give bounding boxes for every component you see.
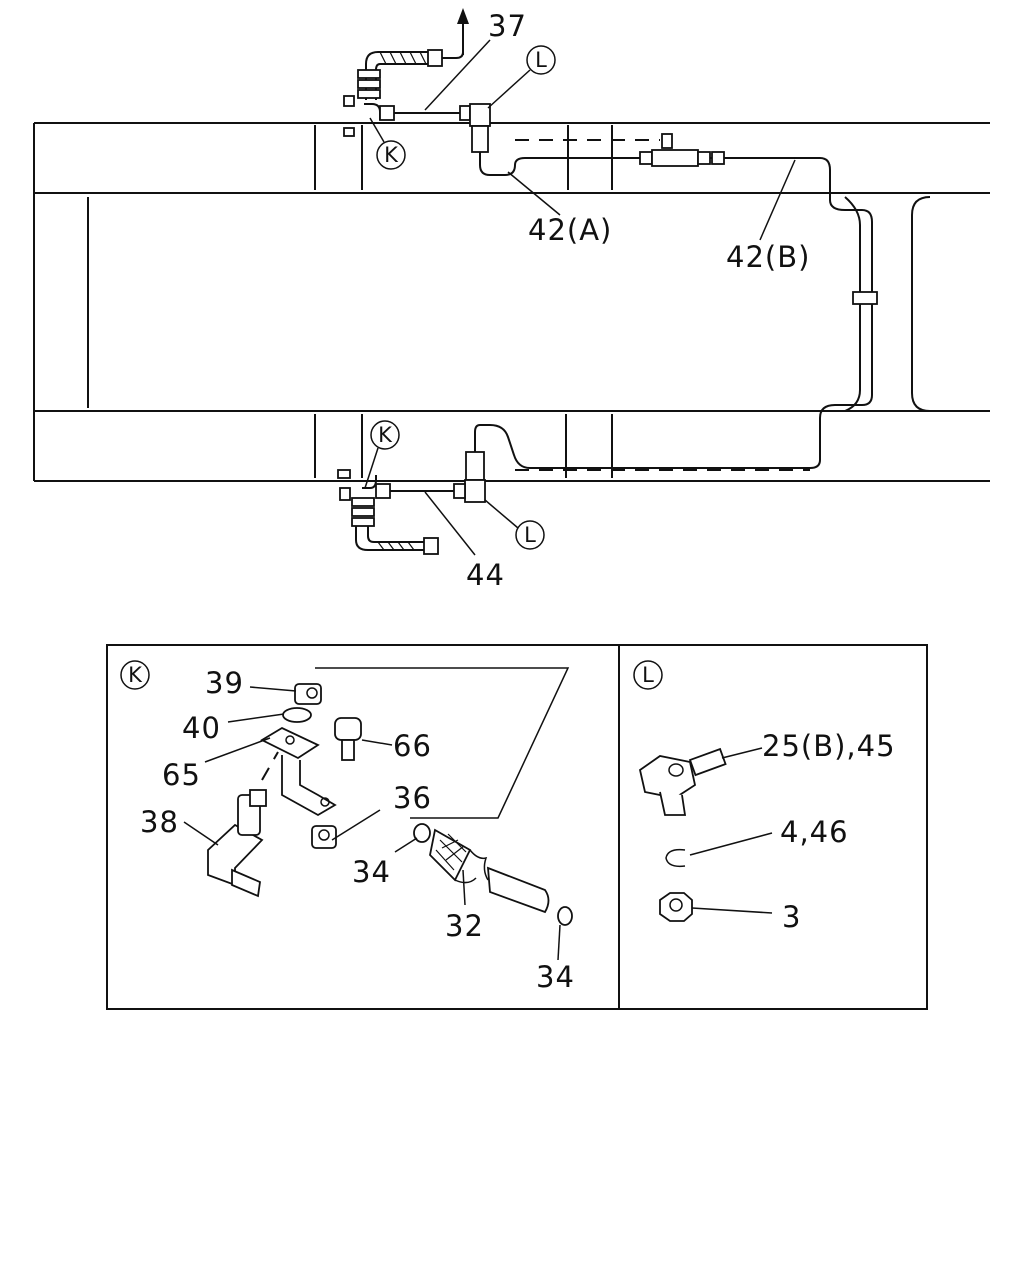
callout-44: 44: [466, 558, 505, 592]
callout-42a: 42(A): [528, 213, 612, 247]
arrow-up-icon: [457, 8, 469, 24]
label-65: 65: [162, 758, 201, 792]
label-25b-45: 25(B),45: [762, 729, 896, 763]
detail-box-l: L 25(B),45 4,46 3: [618, 644, 928, 1010]
label-66: 66: [393, 729, 432, 763]
upper-callouts: 37 L K 42(A) 42(B) K L 44: [364, 9, 810, 592]
callout-42b: 42(B): [726, 240, 810, 274]
detail-k-badge: K: [128, 663, 143, 687]
upper-brake-lines: [343, 8, 878, 406]
label-32: 32: [445, 909, 484, 943]
label-39: 39: [205, 666, 244, 700]
label-36: 36: [393, 781, 432, 815]
label-4-46: 4,46: [780, 815, 849, 849]
label-34-upper: 34: [352, 855, 391, 889]
chassis-frame: [33, 122, 990, 482]
label-40: 40: [182, 711, 221, 745]
callout-37: 37: [488, 9, 527, 43]
callout-k-upper: K: [384, 143, 399, 167]
label-38: 38: [140, 805, 179, 839]
callout-l-lower: L: [524, 523, 536, 547]
label-34-lower: 34: [536, 960, 575, 994]
detail-l-badge: L: [642, 663, 654, 687]
label-3: 3: [782, 900, 801, 934]
callout-l-upper: L: [535, 48, 547, 72]
detail-box-k: K: [106, 644, 620, 1010]
callout-k-lower: K: [378, 423, 393, 447]
lower-brake-lines: [337, 404, 862, 555]
